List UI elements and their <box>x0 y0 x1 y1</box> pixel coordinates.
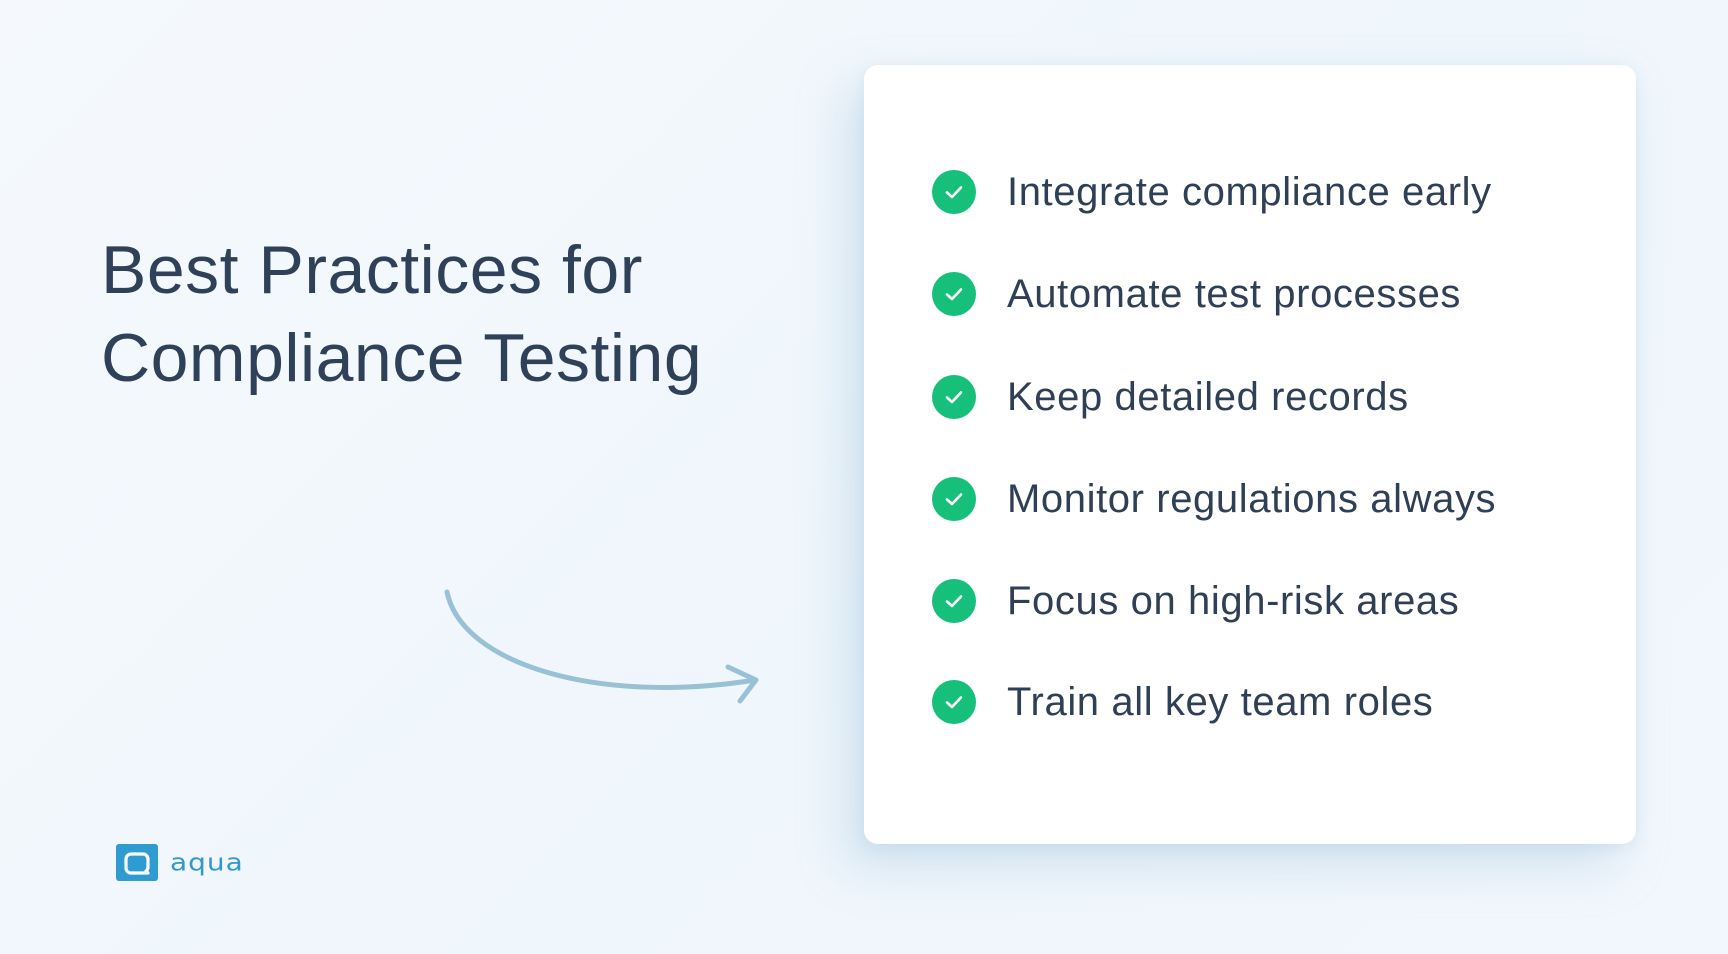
list-item-label: Train all key team roles <box>1007 680 1434 724</box>
title-line-1: Best Practices for <box>101 232 643 308</box>
list-item-label: Focus on high-risk areas <box>1007 579 1460 623</box>
title-line-2: Compliance Testing <box>101 320 703 396</box>
check-circle-icon <box>932 680 976 724</box>
page-title: Best Practices for Compliance Testing <box>101 226 702 402</box>
curved-arrow-icon <box>444 589 759 704</box>
brand-wordmark: aqua <box>170 848 244 877</box>
check-circle-icon <box>932 375 976 419</box>
list-item: Train all key team roles <box>932 677 1433 727</box>
practices-card: Integrate compliance early Automate test… <box>864 65 1636 844</box>
check-circle-icon <box>932 477 976 521</box>
list-item-label: Keep detailed records <box>1007 375 1409 419</box>
check-circle-icon <box>932 272 976 316</box>
list-item: Focus on high-risk areas <box>932 576 1459 626</box>
list-item-label: Automate test processes <box>1007 272 1462 316</box>
check-circle-icon <box>932 579 976 623</box>
list-item: Automate test processes <box>932 269 1461 319</box>
aqua-logo-icon <box>116 844 158 881</box>
brand-logo: aqua <box>116 844 244 881</box>
list-item: Integrate compliance early <box>932 167 1492 217</box>
check-circle-icon <box>932 170 976 214</box>
list-item-label: Monitor regulations always <box>1007 477 1497 521</box>
list-item-label: Integrate compliance early <box>1007 170 1492 214</box>
list-item: Keep detailed records <box>932 372 1409 422</box>
list-item: Monitor regulations always <box>932 474 1496 524</box>
